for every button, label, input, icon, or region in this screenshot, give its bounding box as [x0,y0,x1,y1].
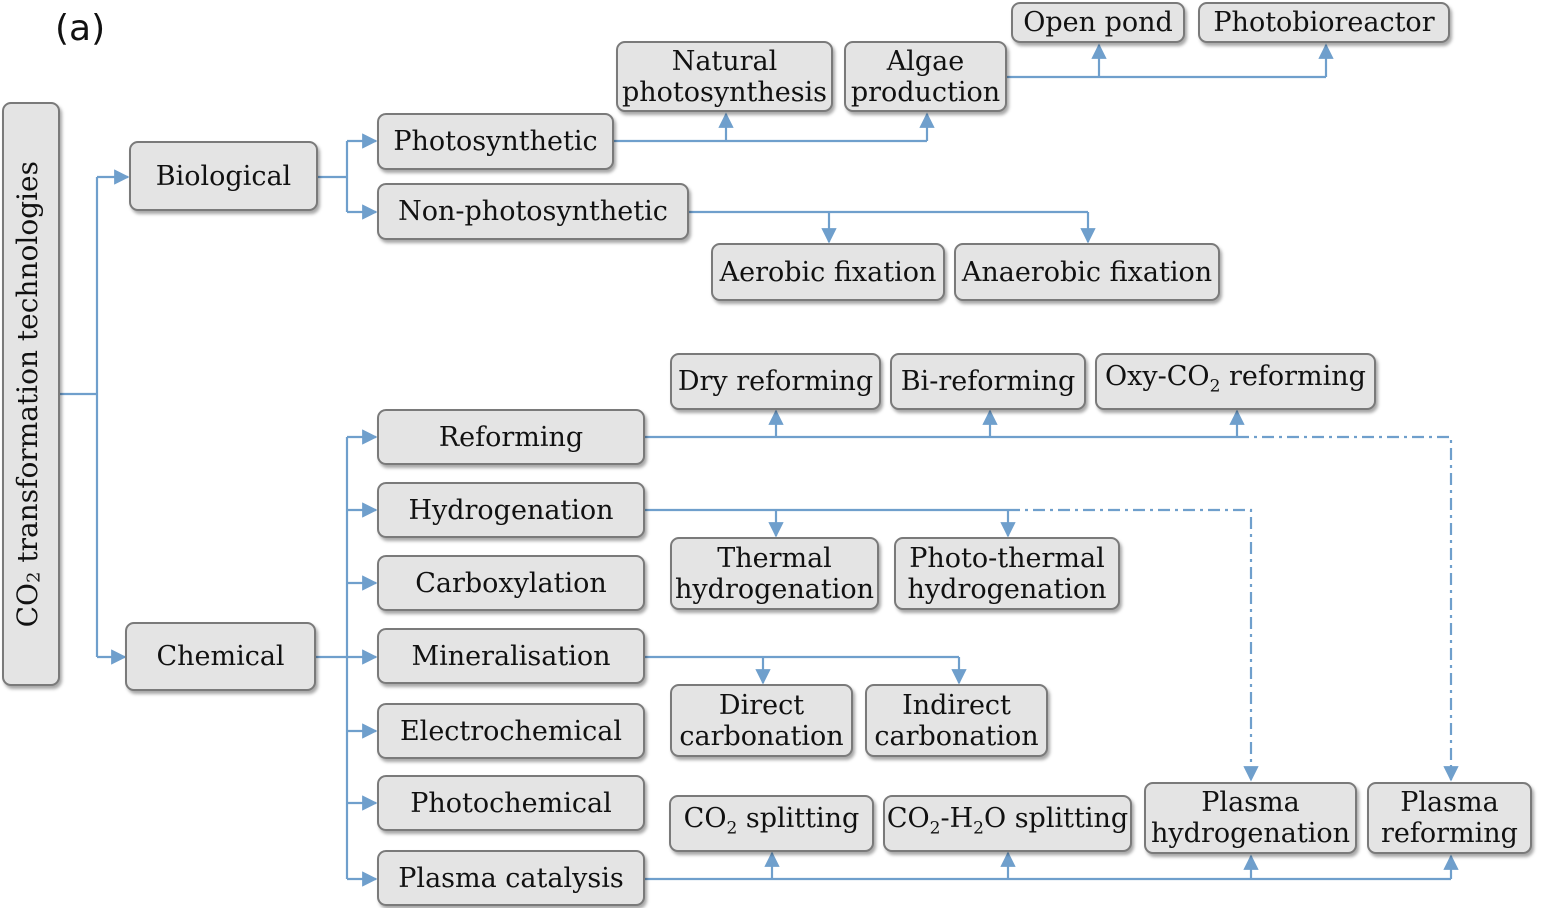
photo-thermal-hydrogenation-node: Photo-thermal hydrogenation [894,537,1120,610]
bi-reforming-node: Bi-reforming [890,353,1086,410]
electrochemical-label: Electrochemical [399,715,623,747]
plasma-catalysis-node: Plasma catalysis [377,850,645,906]
direct-carbonation-node: Direct carbonation [670,684,853,757]
non-photosynthetic-node: Non-photosynthetic [377,183,689,240]
indirect-carbonation-line2: carbonation [874,720,1039,752]
plasma-catalysis-label: Plasma catalysis [398,862,624,894]
aerobic-fixation-label: Aerobic fixation [719,256,937,288]
electrochemical-node: Electrochemical [377,703,645,759]
oxy-co2-reforming-subscript: 2 [1209,376,1221,397]
plasma-hydrogenation-line2: hydrogenation [1151,818,1350,849]
plasma-reforming-line2: reforming [1381,818,1518,849]
co2-h2o-splitting-sub-2: 2 [973,818,984,839]
chemical-label: Chemical [156,641,285,672]
natural-photosynthesis-line2: photosynthesis [621,76,828,108]
co2-splitting-suffix: splitting [737,802,860,834]
algae-production-line1: Algae [886,45,965,77]
dry-reforming-label: Dry reforming [677,366,874,397]
co2-h2o-splitting-part-a: CO [886,802,930,834]
non-photosynthetic-label: Non-photosynthetic [398,196,668,227]
biological-node: Biological [129,141,318,211]
bi-reforming-label: Bi-reforming [900,366,1076,397]
co2-h2o-splitting-part-b: -H [940,802,974,834]
co2-splitting-subscript: 2 [726,818,738,839]
dry-reforming-node: Dry reforming [670,353,881,410]
connector-biological [318,141,349,212]
oxy-co2-reforming-suffix: reforming [1220,360,1366,392]
photo-thermal-hydrogenation-line2: hydrogenation [907,573,1107,605]
direct-carbonation-line2: carbonation [679,720,844,752]
biological-label: Biological [155,160,292,192]
reforming-label: Reforming [438,421,584,453]
root-label-subscript: 2 [23,571,45,583]
natural-photosynthesis-node: Natural photosynthesis [616,41,833,112]
indirect-carbonation-node: Indirect carbonation [865,684,1048,757]
thermal-hydrogenation-line2: hydrogenation [675,573,874,605]
plasma-hydrogenation-line1: Plasma [1201,787,1300,818]
co2-splitting-node: CO2 splitting [669,795,874,852]
mineralisation-label: Mineralisation [411,640,611,672]
oxy-co2-reforming-prefix: Oxy-CO [1105,360,1210,392]
mineralisation-node: Mineralisation [377,628,645,684]
thermal-hydrogenation-line1: Thermal [717,542,832,574]
anaerobic-fixation-label: Anaerobic fixation [961,256,1213,288]
connector-chemical [316,437,349,879]
algae-production-node: Algae production [844,41,1007,112]
root-label-prefix: CO [11,582,45,628]
open-pond-node: Open pond [1011,2,1185,43]
hydrogenation-label: Hydrogenation [408,494,614,526]
algae-production-line2: production [850,76,1001,108]
carboxylation-node: Carboxylation [377,555,645,611]
direct-carbonation-line1: Direct [718,689,805,721]
photosynthetic-node: Photosynthetic [377,113,614,170]
co2-h2o-splitting-part-c: O splitting [983,802,1129,834]
aerobic-fixation-node: Aerobic fixation [711,243,945,301]
dashed-link-hydrogenation-to-plasma-hydrogenation [1008,508,1259,782]
photochemical-label: Photochemical [410,787,612,819]
photochemical-node: Photochemical [377,775,645,831]
photo-thermal-hydrogenation-line1: Photo-thermal [909,542,1105,574]
co2-h2o-splitting-node: CO2-H2O splitting [883,795,1132,852]
panel-label: (a) [55,8,106,49]
indirect-carbonation-line1: Indirect [902,689,1011,721]
chemical-node: Chemical [125,622,316,691]
photobioreactor-label: Photobioreactor [1213,7,1435,38]
root-label-suffix: transformation technologies [11,160,45,572]
hydrogenation-node: Hydrogenation [377,482,645,538]
reforming-node: Reforming [377,409,645,465]
plasma-reforming-line1: Plasma [1400,787,1499,818]
plasma-hydrogenation-node: Plasma hydrogenation [1144,782,1357,854]
thermal-hydrogenation-node: Thermal hydrogenation [670,537,879,610]
co2-h2o-splitting-sub-1: 2 [929,818,941,839]
plasma-reforming-node: Plasma reforming [1367,782,1532,854]
natural-photosynthesis-line1: Natural [671,45,778,77]
carboxylation-label: Carboxylation [415,567,607,599]
root-node: CO2 transformation technologies [2,102,60,686]
oxy-co2-reforming-node: Oxy-CO2 reforming [1095,353,1376,410]
photobioreactor-node: Photobioreactor [1198,2,1450,43]
co2-splitting-prefix: CO [683,802,727,834]
dashed-link-reforming-to-plasma-reforming [1237,435,1459,782]
anaerobic-fixation-node: Anaerobic fixation [954,243,1220,301]
photosynthetic-label: Photosynthetic [393,126,598,157]
open-pond-label: Open pond [1023,7,1173,38]
